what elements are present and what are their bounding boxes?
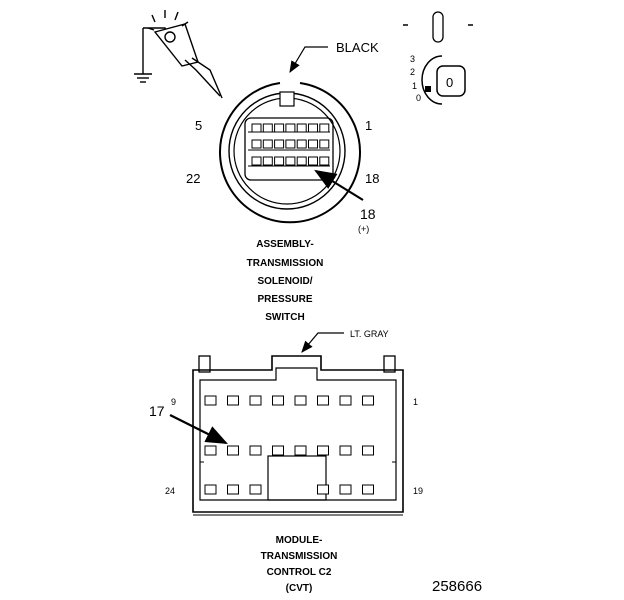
svg-text:TRANSMISSION: TRANSMISSION: [247, 258, 324, 269]
svg-text:PRESSURE: PRESSURE: [257, 294, 312, 305]
connector-2-pin-24: 24: [165, 486, 175, 496]
pin-cavity: [308, 123, 318, 133]
svg-text:(CVT): (CVT): [286, 583, 313, 594]
pin-cavity: [308, 156, 318, 166]
connector-1-pin-1: 1: [365, 118, 372, 133]
pin-cavity: [317, 395, 329, 406]
connector-2-pin-1: 1: [413, 397, 418, 407]
connector-2-color-label: LT. GRAY: [350, 329, 389, 339]
pin-cavity: [319, 123, 330, 133]
connector-1-pin-18: 18: [365, 171, 379, 186]
pin-cavity: [285, 123, 296, 133]
connector-1: BLACK 5 1 22 18 18 (+) ASSEMBLY- TRANSMI…: [186, 40, 379, 323]
connector-2-callout-number: 17: [149, 403, 165, 419]
connector-1-pin-22: 22: [186, 171, 200, 186]
test-light-icon: [134, 10, 223, 99]
pin-cavity: [294, 395, 307, 406]
pin-cavity: [285, 139, 296, 149]
pin-cavity: [339, 395, 352, 406]
ignition-position-1: 1: [412, 81, 417, 91]
pin-cavity: [362, 484, 374, 495]
pin-cavity: [296, 123, 307, 133]
svg-text:TRANSMISSION: TRANSMISSION: [261, 551, 338, 562]
pin-cavity: [339, 484, 352, 495]
svg-text:CONTROL C2: CONTROL C2: [267, 567, 332, 578]
pin-cavity: [274, 139, 285, 149]
pin-cavity: [227, 395, 239, 406]
pin-cavity: [285, 156, 296, 166]
connector-1-callout-sign: (+): [358, 224, 369, 234]
pin-cavity: [296, 156, 307, 166]
connector-1-pin-grid: [248, 123, 330, 167]
pin-cavity: [317, 445, 329, 456]
ignition-position-0: 0: [416, 93, 421, 103]
pin-cavity: [262, 139, 273, 149]
pin-cavity: [362, 445, 374, 456]
ignition-position-3: 3: [410, 54, 415, 64]
ignition-key-label: 0: [446, 75, 453, 90]
connector-1-body: [219, 82, 361, 224]
ignition-switch-icon: 0 3 2 1 0: [403, 11, 473, 105]
connector-2: LT. GRAY 9 1 24 19 17 MODULE- TRANSMISSI…: [149, 329, 423, 594]
figure-number: 258666: [432, 578, 482, 595]
svg-text:SWITCH: SWITCH: [265, 312, 304, 323]
pin-cavity: [227, 484, 239, 495]
pin-cavity: [204, 484, 217, 495]
pin-cavity: [294, 445, 307, 456]
pin-cavity: [251, 156, 262, 166]
pin-cavity: [227, 445, 239, 456]
pin-cavity: [296, 139, 307, 149]
svg-text:SOLENOID/: SOLENOID/: [257, 276, 312, 287]
pin-cavity: [251, 123, 262, 133]
connector-1-callout-number: 18: [360, 206, 376, 222]
connector-2-pin-grid: [204, 395, 374, 495]
pin-cavity: [249, 484, 262, 495]
pin-cavity: [362, 395, 374, 406]
pin-cavity: [274, 123, 285, 133]
pin-cavity: [272, 445, 284, 456]
pin-cavity: [249, 445, 262, 456]
pin-cavity: [262, 156, 273, 166]
pin-cavity: [339, 445, 352, 456]
ignition-position-2: 2: [410, 67, 415, 77]
connector-2-pin-9: 9: [171, 397, 176, 407]
pin-cavity: [204, 445, 217, 456]
pin-cavity: [317, 484, 329, 495]
pin-cavity: [249, 395, 262, 406]
pin-cavity: [262, 123, 273, 133]
pin-cavity: [319, 139, 330, 149]
connector-2-title: MODULE- TRANSMISSION CONTROL C2 (CVT): [261, 535, 338, 594]
pin-cavity: [308, 139, 318, 149]
pin-cavity: [251, 139, 262, 149]
connector-1-pin-5: 5: [195, 118, 202, 133]
connector-2-pin-19: 19: [413, 486, 423, 496]
svg-text:ASSEMBLY-: ASSEMBLY-: [256, 239, 313, 250]
connector-1-title: ASSEMBLY- TRANSMISSION SOLENOID/ PRESSUR…: [247, 239, 324, 323]
pin-cavity: [274, 156, 285, 166]
connector-1-color-label: BLACK: [336, 40, 379, 55]
pin-cavity: [204, 395, 217, 406]
svg-text:MODULE-: MODULE-: [276, 535, 323, 546]
pin-cavity: [319, 156, 330, 166]
pin-cavity: [272, 395, 284, 406]
